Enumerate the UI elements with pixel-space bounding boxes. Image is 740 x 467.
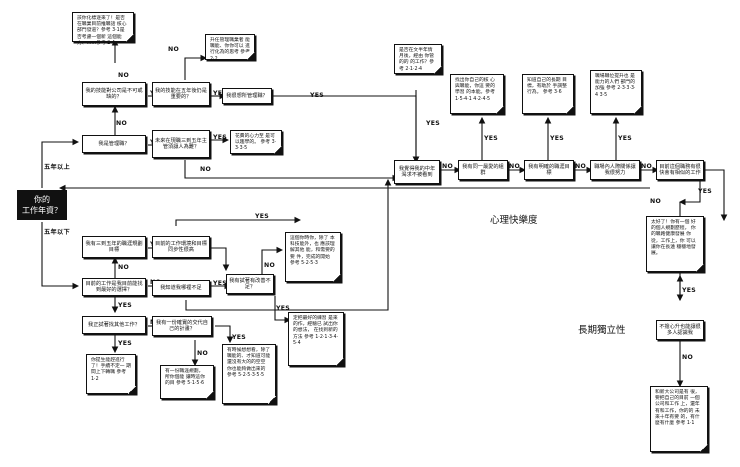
note-mid-left: 花費的心力至 是可以趨學的。 參考 3‧3‧3‧5 [230, 130, 282, 154]
decision-want-manage: 我很想所管理職？ [222, 88, 272, 104]
no-label: NO [682, 354, 694, 361]
decision-change: 目前這個職務有很快會有相似的工作 [656, 160, 704, 180]
yes-label: YES [310, 92, 325, 99]
no-label: NO [641, 163, 653, 170]
no-label: NO [168, 46, 180, 53]
yes-label: YES [276, 305, 291, 312]
note-know: 這個你時你，除了 本科技能外，也 應該理解其他 能，和需要的要 件，完成的開始 … [285, 232, 341, 282]
note-plan-yes: 有時候想想看，除了 職能的、才知道可能 還沒有大的的空空 你也能夠做出來的 參考… [222, 344, 276, 404]
no-label: NO [116, 120, 128, 127]
no-label: NO [264, 262, 276, 269]
note-improve: 定把最好的練習 是來的作，經驗已 試出你的想法， 在找到新的方法 參考 1‧2‧… [288, 312, 344, 366]
yes-label: YES [213, 134, 228, 141]
note-bottom-right: 和新大公司是有 很，要把自己的目前 一個公司和工作 上，還年 有和工作，你的的 … [650, 386, 708, 452]
note-top-center: 是否在文半年情 月後，經由 你管的的 的工作？參考 2‧1‧2‧4 [394, 44, 442, 74]
note-learning: 找出你自己的核 心與職能，你這 要的學習 的本能。參考 1‧5‧4‧1 4‧2‧… [450, 74, 504, 114]
note-network: 職場職位提升也 是能力的人們 部門的加強 參考 2‧3‧3‧3‧4 3‧5 [590, 70, 642, 114]
note-plan-no: 有一份職涯規劃， 所你個能 讓時這你的目 參考 5‧1‧5‧6 [160, 365, 214, 399]
note-other-job: 你提生能趕進行 了！手續不定一 期間上下轉職 參考 1‧2 [86, 354, 136, 394]
no-label: NO [200, 166, 212, 173]
no-label: NO [509, 163, 521, 170]
no-label: NO [442, 163, 454, 170]
yes-label: YES [232, 334, 247, 341]
no-label: NO [575, 163, 587, 170]
note-top-left: 該你化標逐來了！是否在職業目前推職話 核心部門發道？參考 3‧1是否考慮一個新 … [72, 12, 134, 46]
section-psych-label: 心理快樂度 [490, 215, 538, 226]
no-label: NO [118, 72, 130, 79]
yes-label: YES [213, 90, 228, 97]
decision-current-fit: 目前的工作環境和目標同步性很高 [152, 236, 210, 258]
no-label: NO [197, 350, 209, 357]
decision-know-fix: 我知道我哪裡不足 [152, 280, 210, 296]
decision-meaning: 我覺得我的中年渴求不被看到 [394, 160, 440, 184]
yes-label: YES [118, 340, 133, 347]
decision-learning: 我有同一最愛的組群 [458, 160, 508, 180]
decision-stay: 不擔心升也能讓很多人認識我 [656, 320, 704, 340]
decision-3to5: 我有三到五年的職涯規劃目標 [82, 236, 146, 258]
yes-label: YES [698, 188, 713, 195]
decision-best-work: 目前的工作是我目前能找到最好的選擇？ [82, 278, 146, 296]
decision-other-job: 我正試著找其他工作？ [82, 316, 146, 334]
note-right-mid: 太好了！你有一個 好的個人規劃歷程， 你的職路健康發展 你從，工作上，你 可以讓… [646, 216, 704, 272]
decision-stable-team: 未來在現職三到五年主管須讓人為難？ [152, 130, 210, 158]
yes-label: YES [550, 135, 565, 142]
note-top-mid: 升任管理職業者 能職能、你你可以 進行化為的思考 參考 2‧2 [205, 34, 255, 62]
decision-plan: 我有一份確實的交代自己的計畫？ [152, 316, 212, 336]
section-growth-label: 長期獨立性 [578, 325, 626, 336]
decision-network: 職場內人際關係讓我很努力 [590, 160, 640, 180]
yes-label: YES [682, 287, 697, 294]
no-label: NO [118, 264, 130, 271]
no-label: NO [650, 198, 662, 205]
decision-skill-5yr: 我的技能在五年後仍是重要的？ [152, 82, 210, 106]
yes-label: YES [426, 120, 441, 127]
yes-label: YES [484, 135, 499, 142]
note-goal: 知道自己的長期 目標，有助於 手調整行為。 參考 3‧6 [522, 74, 574, 114]
yes-label: YES [618, 135, 633, 142]
decision-company-attract: 我的技能對公司是不可或缺的？ [82, 82, 146, 106]
decision-try-improve: 我有試著有改善不足？ [226, 274, 274, 294]
yes-label: YES [118, 302, 133, 309]
start-node: 你的 工作年資？ [17, 190, 67, 220]
yes-label: YES [255, 213, 270, 220]
decision-goal: 我有明確的職涯目標 [524, 160, 574, 180]
branch-under5-label: 五年以下 [44, 229, 70, 236]
yes-label: YES [213, 280, 228, 287]
decision-manage: 我是管理職？ [82, 135, 146, 153]
branch-over5-label: 五年以上 [44, 164, 70, 171]
